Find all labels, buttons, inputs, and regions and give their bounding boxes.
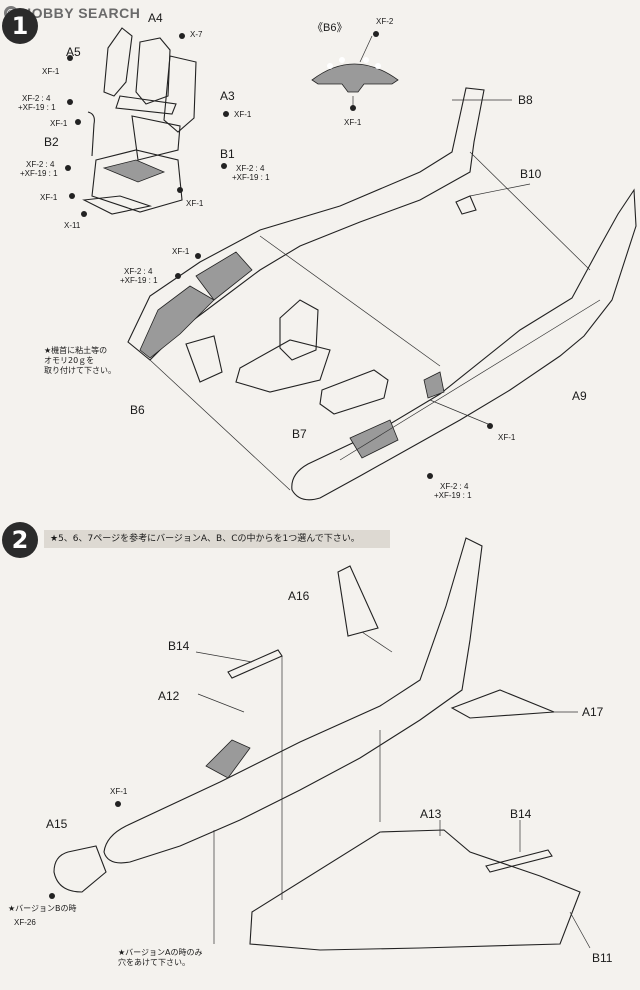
- weight-note: ★機首に粘土等の オモリ20ｇを 取り付けて下さい。: [44, 346, 116, 376]
- version-a-note-line-2: 穴をあけて下さい。: [118, 958, 190, 967]
- paint-label-xf2-a3: XF-2 : 4: [22, 94, 51, 103]
- part-label-a4: A4: [148, 11, 163, 25]
- version-b-note: ★バージョンBの時: [8, 904, 77, 913]
- weight-note-line-2: オモリ20ｇを: [44, 356, 95, 365]
- paint-label-xf19-a3: +XF-19 : 1: [18, 103, 56, 112]
- step-2-badge: 2: [2, 522, 38, 558]
- paint-label-xf2-a9: XF-2 : 4: [440, 482, 469, 491]
- weight-note-line-3: 取り付けて下さい。: [44, 366, 116, 375]
- weight-note-line-1: ★機首に粘土等の: [44, 346, 108, 355]
- paint-label-xf19-nose: +XF-19 : 1: [120, 276, 158, 285]
- step-1-badge: 1: [2, 8, 38, 44]
- b6-panel-drawing: [311, 35, 399, 106]
- part-label-b6: B6: [130, 403, 145, 417]
- paint-label-xf1-floor2: XF-1: [186, 199, 204, 208]
- fuselage-half-drawing: [127, 87, 485, 361]
- part-label-b2: B2: [44, 135, 59, 149]
- version-select-note: ★5、6、7ページを参考にバージョンA、B、Cの中からを1つ選んで下さい。: [44, 530, 390, 548]
- part-label-a16: A16: [288, 589, 310, 603]
- paint-label-xf1: XF-1: [110, 787, 128, 796]
- paint-label-xf19-b2: +XF-19 : 1: [20, 169, 58, 178]
- paint-label-xf26: XF-26: [14, 918, 36, 927]
- part-label-a12: A12: [158, 689, 180, 703]
- part-label-a15: A15: [46, 817, 68, 831]
- paint-label-x11: X-11: [64, 221, 81, 230]
- paint-label-x7: X-7: [190, 30, 203, 39]
- inset-label-b6: 《B6》: [312, 22, 348, 34]
- paint-label-xf1-b6: XF-1: [344, 118, 362, 127]
- fuselage-a9-drawing: [291, 188, 637, 501]
- part-label-a13: A13: [420, 807, 442, 821]
- aircraft-assembly-drawing: [53, 537, 581, 951]
- part-label-a3: A3: [220, 89, 235, 103]
- leader-lines-step1: [149, 99, 591, 491]
- cockpit-parts-drawing: [185, 299, 389, 415]
- part-label-a5: A5: [66, 45, 81, 59]
- version-a-note-line-1: ★バージョンAの時のみ: [118, 948, 203, 957]
- paint-label-xf19-a9: +XF-19 : 1: [434, 491, 472, 500]
- part-label-b8: B8: [518, 93, 533, 107]
- paint-label-xf2-b1: XF-2 : 4: [236, 164, 265, 173]
- paint-label-xf1-floor: XF-1: [40, 193, 58, 202]
- part-label-a9: A9: [572, 389, 587, 403]
- paint-label-xf1-b2: XF-1: [50, 119, 68, 128]
- paint-label-xf1-a9: XF-1: [498, 433, 516, 442]
- version-a-note: ★バージョンAの時のみ 穴をあけて下さい。: [118, 948, 202, 968]
- part-label-b1: B1: [220, 147, 235, 161]
- paint-dots-step1: [65, 31, 493, 479]
- part-label-b10: B10: [520, 167, 542, 181]
- part-label-b14-top: B14: [168, 639, 190, 653]
- paint-label-xf1-a3: XF-1: [234, 110, 252, 119]
- part-label-b7: B7: [292, 427, 307, 441]
- paint-label-xf1-a5: XF-1: [42, 67, 60, 76]
- seat-parts-drawing: [82, 27, 197, 215]
- leader-lines-step2: [195, 631, 591, 949]
- part-label-b14-right: B14: [510, 807, 532, 821]
- paint-label-xf2-b6: XF-2: [376, 17, 394, 26]
- paint-label-xf2-nose: XF-2 : 4: [124, 267, 153, 276]
- paint-label-xf2-b2: XF-2 : 4: [26, 160, 55, 169]
- part-label-a17: A17: [582, 705, 604, 719]
- paint-label-xf19-b1: +XF-19 : 1: [232, 173, 270, 182]
- paint-label-xf1-nose: XF-1: [172, 247, 190, 256]
- part-label-b11: B11: [592, 951, 613, 965]
- paint-dots-step2: [49, 801, 121, 899]
- watermark-text: HOBBY SEARCH: [21, 5, 141, 21]
